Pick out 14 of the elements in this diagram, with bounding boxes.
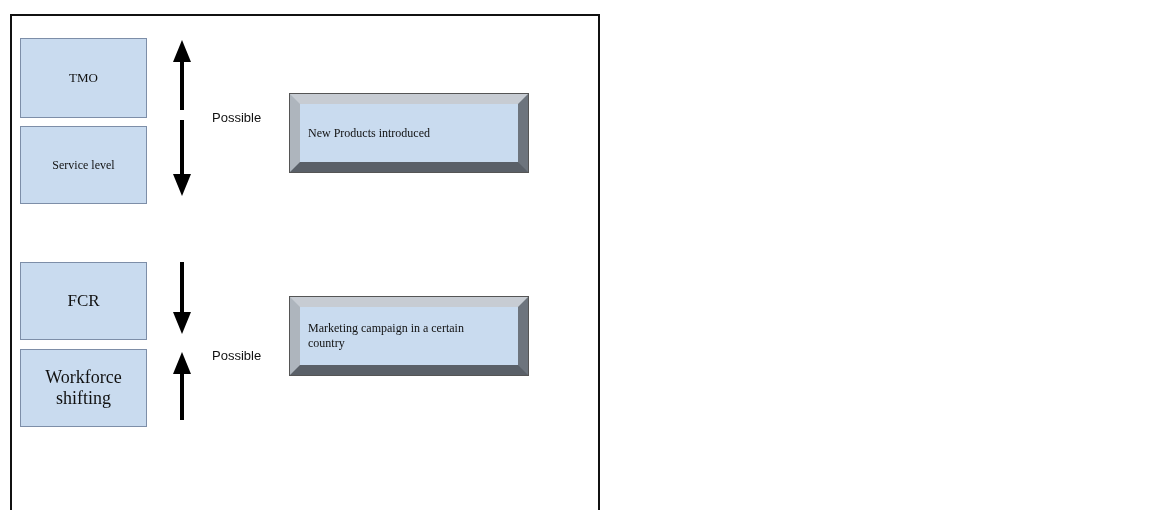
- box-text: TMO: [69, 70, 98, 86]
- process-box: [20, 38, 147, 118]
- process-box: [20, 262, 147, 340]
- process-box: [20, 126, 147, 204]
- bevel-box: [290, 297, 528, 375]
- box-text: Workforce shifting: [44, 367, 123, 409]
- bevel-box: [290, 94, 528, 172]
- box-text: New Products introduced: [308, 125, 430, 141]
- annotation-text: Possible: [212, 110, 262, 125]
- annotation-text: Possible: [212, 348, 262, 363]
- process-box: [20, 349, 147, 427]
- box-text: Service level: [52, 157, 115, 173]
- box-text: FCR: [67, 291, 100, 311]
- box-text: Marketing campaign in a certain country: [308, 321, 465, 351]
